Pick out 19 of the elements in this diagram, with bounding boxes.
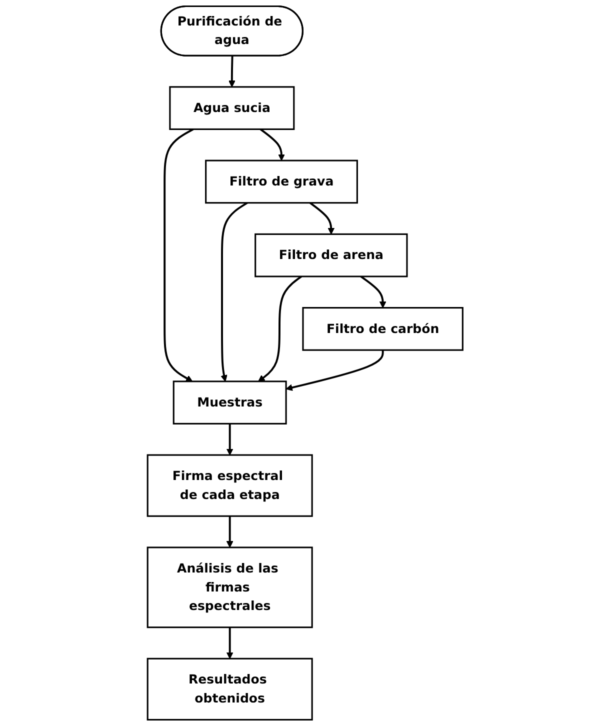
node-box: Firma espectral de cada etapa	[147, 454, 314, 517]
arrow	[221, 202, 248, 382]
node-box: Filtro de grava	[205, 160, 358, 204]
node-box: Filtro de carbón	[302, 307, 464, 351]
arrow	[228, 56, 236, 88]
arrow	[226, 424, 234, 456]
node-box: Resultados obtenidos	[147, 658, 314, 721]
arrow	[360, 276, 387, 308]
arrow	[260, 128, 286, 161]
arrow	[226, 516, 234, 548]
node-box: Agua sucia	[170, 86, 296, 130]
arrow	[286, 350, 384, 391]
node-box: Muestras	[173, 380, 288, 424]
arrow	[226, 627, 234, 659]
node-box: Análisis de las firmas espectrales	[147, 546, 314, 628]
arrow	[258, 276, 302, 382]
arrow	[164, 128, 194, 382]
node-box: Filtro de arena	[254, 233, 408, 278]
arrow	[310, 202, 335, 234]
